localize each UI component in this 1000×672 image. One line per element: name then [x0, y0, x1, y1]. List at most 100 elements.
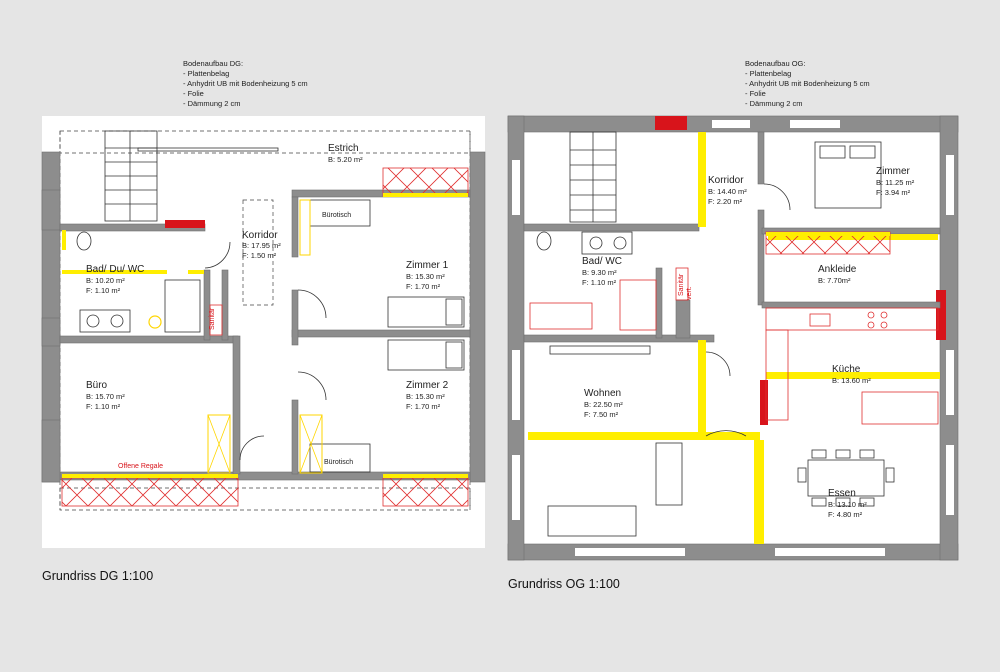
wall-east: [469, 151, 486, 483]
wall-interior: [59, 335, 239, 344]
window: [575, 548, 685, 556]
room-area: B: 15.70 m²: [86, 392, 125, 401]
furniture-dg: [137, 147, 465, 474]
window: [512, 350, 520, 420]
heating-strip: [698, 340, 706, 432]
window: [946, 445, 954, 515]
wall-interior: [221, 269, 229, 341]
open-shelves: [61, 477, 239, 507]
note-line: - Plattenbelag: [183, 69, 229, 78]
window: [946, 155, 954, 215]
room-area: B: 17.95 m²: [242, 241, 281, 250]
heating-strip: [62, 474, 238, 478]
wall-interior: [291, 289, 299, 346]
room-name: Wohnen: [584, 388, 621, 399]
wall-interior: [291, 329, 471, 338]
wall-west-pier: [41, 419, 61, 483]
note-line: - Plattenbelag: [745, 69, 791, 78]
window: [512, 455, 520, 520]
room-area: B: 15.30 m²: [406, 272, 445, 281]
storage-cabinet: [382, 477, 469, 507]
room-name: Ankleide: [818, 264, 857, 275]
room-area: B: 10.20 m²: [86, 276, 125, 285]
room-name: Essen: [828, 488, 856, 499]
plan-caption-og: Grundriss OG 1:100: [508, 577, 620, 591]
fire-wall: [165, 220, 205, 228]
furniture-og: [547, 141, 895, 537]
room-name: Bad/ WC: [582, 256, 622, 267]
staircase-og: [569, 131, 617, 223]
room-area: F: 1.70 m²: [406, 402, 441, 411]
sanitary-label: Sanitär: [209, 307, 216, 330]
note-line: - Anhydrit UB mit Bodenheizung 5 cm: [183, 79, 308, 88]
room-area: F: 1.10 m²: [86, 402, 121, 411]
heating-strip: [383, 474, 468, 478]
wall-interior: [291, 189, 471, 198]
staircase-dg: [104, 130, 158, 222]
window: [512, 160, 520, 215]
room-area: F: 1.10 m²: [582, 278, 617, 287]
kitchen-fixtures: [765, 307, 939, 425]
heating-strip: [698, 132, 706, 227]
wall-west-pier: [41, 317, 61, 347]
room-area: B: 13.60 m²: [832, 376, 871, 385]
room-name: Büro: [86, 380, 108, 391]
room-area: F: 7.50 m²: [584, 410, 619, 419]
room-area: B: 13.10 m²: [828, 500, 867, 509]
room-name: Korridor: [242, 230, 278, 241]
room-area: B: 5.20 m²: [328, 155, 363, 164]
note-line: - Folie: [745, 89, 766, 98]
room-area: B: 7.70m²: [818, 276, 851, 285]
fire-wall: [936, 290, 946, 340]
window: [946, 350, 954, 415]
room-area: F: 1.70 m²: [406, 282, 441, 291]
sanitary-label: Sanitär: [678, 273, 685, 296]
desk-label: Bürotisch: [322, 212, 351, 219]
wall-interior: [757, 209, 765, 306]
note-line: Bodenaufbau DG:: [183, 59, 243, 68]
wall-interior: [523, 334, 715, 343]
room-area: F: 4.80 m²: [828, 510, 863, 519]
room-area: F: 1.50 m²: [242, 251, 277, 260]
room-name: Zimmer 2: [406, 380, 449, 391]
fire-wall: [760, 380, 768, 425]
note-line: - Folie: [183, 89, 204, 98]
floor-buildup-notes-dg: Bodenaufbau DG: - Plattenbelag - Anhydri…: [183, 59, 308, 108]
room-area: B: 15.30 m²: [406, 392, 445, 401]
room-area: B: 11.25 m²: [876, 178, 915, 187]
heating-strip: [383, 193, 468, 197]
heating-strip: [528, 432, 760, 440]
room-name: Zimmer 1: [406, 260, 449, 271]
fire-wall: [655, 116, 687, 130]
room-area: F: 3.94 m²: [876, 188, 911, 197]
wall-west-pier: [41, 189, 61, 231]
room-name: Bad/ Du/ WC: [86, 264, 144, 275]
note-line: - Dämmung 2 cm: [745, 99, 803, 108]
wall-interior: [232, 335, 241, 475]
note-line: - Anhydrit UB mit Bodenheizung 5 cm: [745, 79, 870, 88]
room-area: F: 1.10 m²: [86, 286, 121, 295]
wall-interior: [523, 223, 700, 232]
wall-interior: [675, 299, 691, 339]
desk-label: Bürotisch: [324, 459, 353, 466]
bath-fixtures-dg: [62, 230, 223, 336]
room-area: B: 22.50 m²: [584, 400, 623, 409]
wall-interior: [757, 131, 765, 185]
room-area: F: 2.20 m²: [708, 197, 743, 206]
heating-strip: [754, 440, 764, 544]
wall-interior: [761, 301, 941, 309]
window: [790, 120, 840, 128]
plan-dg: Bodenaufbau DG: - Plattenbelag - Anhydri…: [41, 59, 486, 583]
window: [775, 548, 885, 556]
floor-buildup-notes-og: Bodenaufbau OG: - Plattenbelag - Anhydri…: [745, 59, 870, 108]
wall-interior: [291, 196, 299, 258]
room-name: Zimmer: [876, 166, 911, 177]
room-area: B: 9.30 m²: [582, 268, 617, 277]
room-name: Estrich: [328, 143, 359, 154]
wall-interior: [655, 267, 663, 339]
bath-fixtures-og: [529, 231, 689, 331]
note-line: Bodenaufbau OG:: [745, 59, 805, 68]
vertical-label: vert.: [686, 286, 693, 300]
